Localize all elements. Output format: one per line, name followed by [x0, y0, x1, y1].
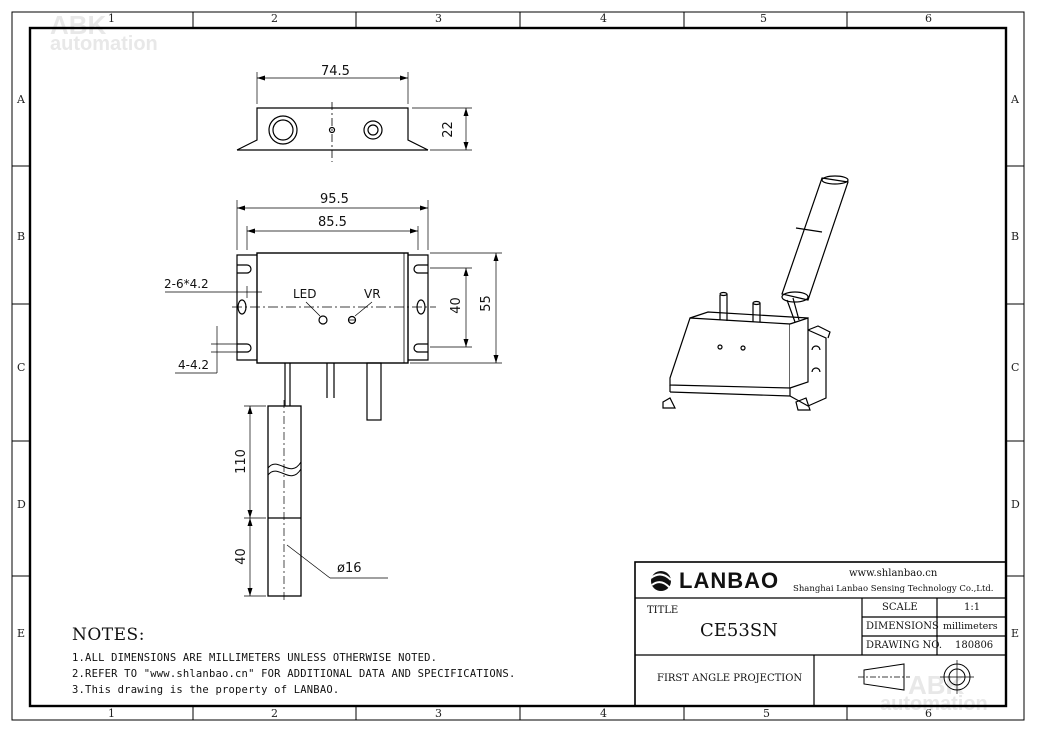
dim-height-outer: 55 [478, 295, 494, 312]
ruler-col-6-bottom: 6 [925, 707, 932, 720]
ruler-row-d-right: D [1011, 498, 1020, 511]
top-view [236, 72, 472, 162]
label-vr: VR [364, 287, 381, 301]
ruler-row-e-right: E [1011, 627, 1020, 640]
dim-slots: 4-4.2 [178, 358, 210, 372]
company-website: www.shlanbao.cn [849, 568, 938, 579]
isometric-view [662, 175, 849, 411]
watermark-brand: ABK [50, 10, 107, 40]
scale-value: 1:1 [964, 602, 981, 613]
dim-top-width: 74.5 [321, 64, 350, 79]
ruler-col-3: 3 [435, 12, 442, 25]
title-label: TITLE [647, 605, 679, 616]
ruler-row-e: E [17, 627, 26, 640]
ruler-col-1-bottom: 1 [108, 707, 115, 720]
ruler-row-d: D [17, 498, 26, 511]
ruler-row-c-right: C [1011, 361, 1020, 374]
dim-inner-width: 85.5 [318, 215, 347, 230]
notes-title: NOTES: [72, 625, 145, 645]
ruler-col-1: 1 [108, 12, 115, 25]
dim-diameter: ø16 [337, 561, 362, 576]
lanbao-logo-text: LANBAO [679, 568, 780, 593]
ruler-col-6: 6 [925, 12, 932, 25]
watermark-top: ABK automation [50, 12, 158, 54]
ruler-col-5-bottom: 5 [763, 707, 770, 720]
lanbao-logo-icon [650, 571, 672, 591]
dim-outer-width: 95.5 [320, 192, 349, 207]
dim-holes: 2-6*4.2 [164, 277, 209, 291]
dim-probe-tip: 40 [233, 548, 249, 565]
watermark-sub: automation [50, 33, 158, 55]
ruler-row-a-right: A [1011, 93, 1019, 106]
ruler-col-3-bottom: 3 [435, 707, 442, 720]
title-block-lines [634, 561, 1007, 707]
ruler-col-2-bottom: 2 [271, 707, 278, 720]
note-item-1: 1.ALL DIMENSIONS ARE MILLIMETERS UNLESS … [72, 652, 438, 664]
company-name: Shanghai Lanbao Sensing Technology Co.,L… [793, 584, 994, 594]
dimensions-label: DIMENSIONS [866, 621, 939, 632]
scale-label: SCALE [882, 602, 918, 613]
ruler-col-5: 5 [760, 12, 767, 25]
ruler-col-4: 4 [600, 12, 607, 25]
dimensions-value: millimeters [943, 621, 998, 632]
drawing-no-value: 180806 [955, 640, 994, 651]
front-view [165, 200, 502, 600]
watermark-bottom: ABK automation [880, 672, 988, 714]
dim-top-height: 22 [440, 121, 456, 138]
ruler-row-b-right: B [1011, 230, 1020, 243]
drawing-no-label: DRAWING NO. [866, 640, 943, 651]
dim-probe-length: 110 [233, 449, 249, 474]
drawing-title: CE53SN [700, 620, 778, 641]
projection-label: FIRST ANGLE PROJECTION [657, 673, 803, 684]
ruler-col-2: 2 [271, 12, 278, 25]
note-item-3: 3.This drawing is the property of LANBAO… [72, 684, 340, 696]
ruler-row-c: C [17, 361, 26, 374]
label-led: LED [293, 287, 317, 301]
ruler-col-4-bottom: 4 [600, 707, 607, 720]
ruler-row-b: B [17, 230, 26, 243]
note-item-2: 2.REFER TO "www.shlanbao.cn" FOR ADDITIO… [72, 668, 516, 680]
watermark-sub-bottom: automation [880, 693, 988, 715]
ruler-row-a: A [17, 93, 25, 106]
dim-height-inner: 40 [448, 297, 464, 314]
